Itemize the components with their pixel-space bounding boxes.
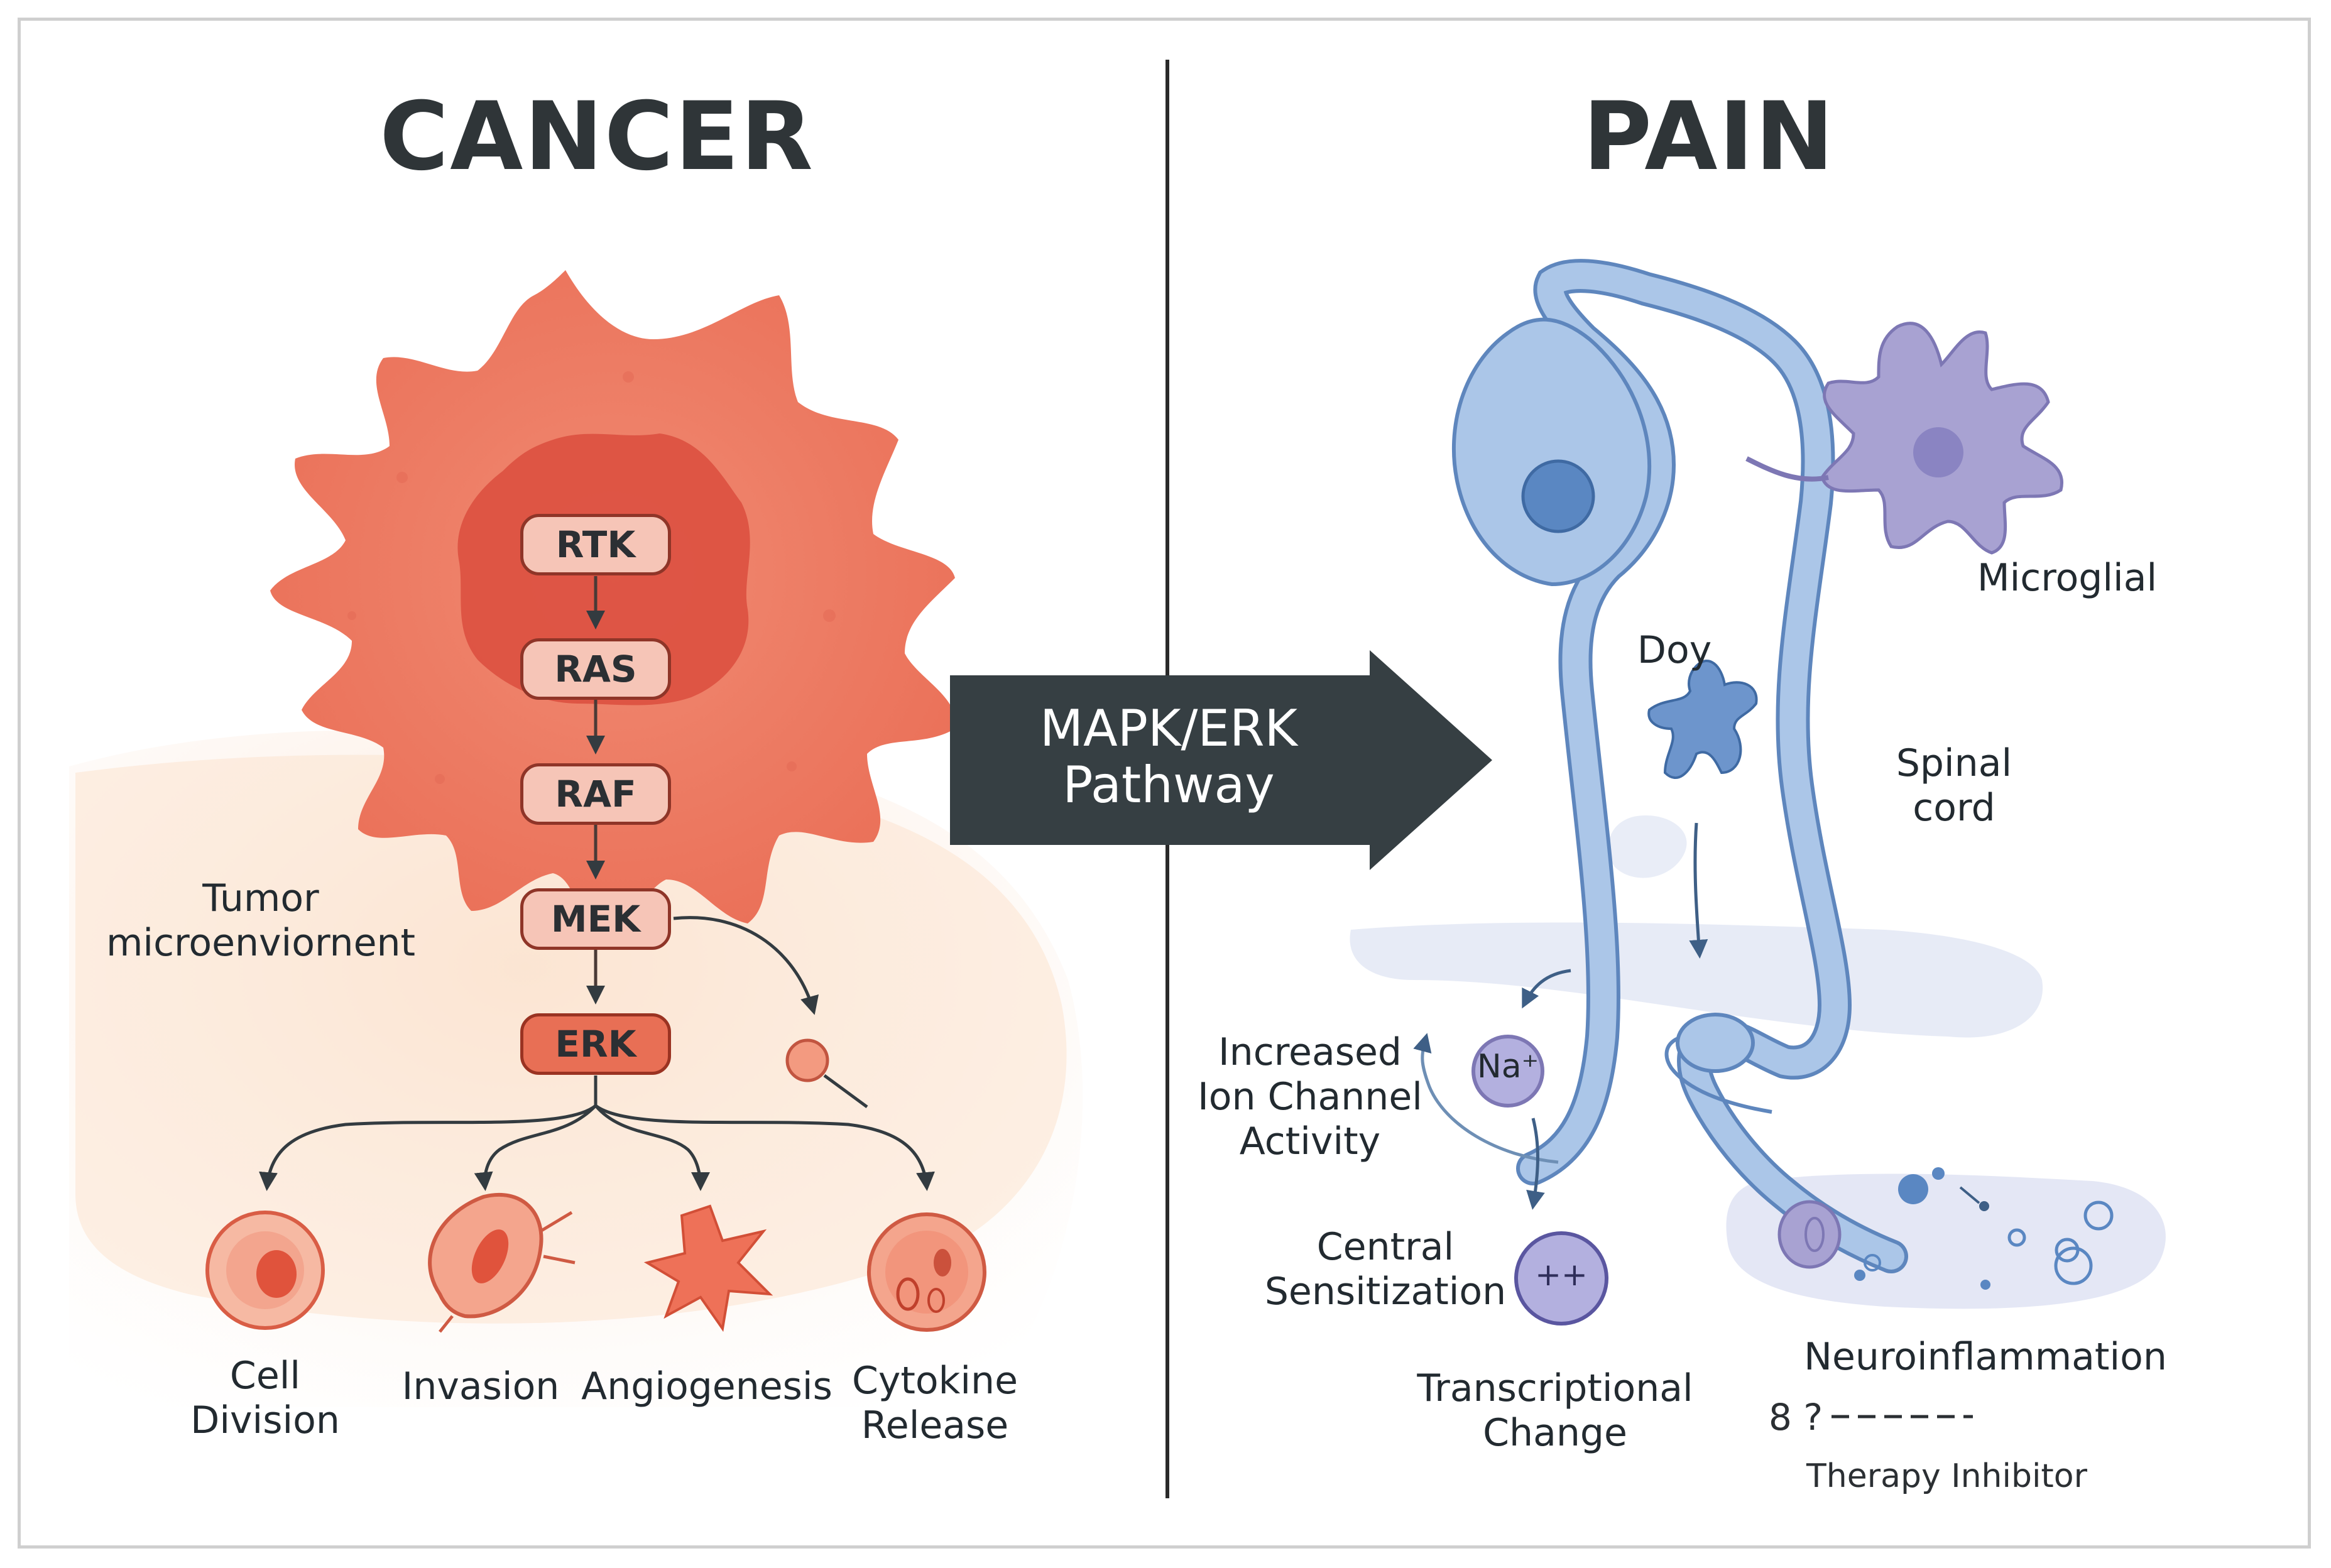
spinal-cord-line2: cord [1913, 785, 1995, 830]
spinal-cord-line1: Spinal [1896, 741, 2012, 785]
plus-badge-label: ++ [1535, 1256, 1588, 1293]
cell-division-label: Cell Division [190, 1354, 340, 1443]
cell-division-icon [205, 1211, 325, 1330]
diagram-frame [18, 18, 2311, 1549]
cytokine-line2: Release [861, 1403, 1009, 1447]
erk-node: ERK [520, 1013, 671, 1075]
ion-channel-line3: Activity [1239, 1119, 1381, 1163]
neuroinflammation-label: Neuroinflammation [1804, 1335, 2167, 1379]
inhibitor-probe [785, 1038, 868, 1109]
cytokine-release-label: Cytokine Release [852, 1359, 1018, 1448]
microglia-cell [1745, 322, 2064, 555]
ras-node: RAS [520, 638, 671, 700]
sodium-ion-circle [1471, 1035, 1544, 1108]
sodium-ion-label: Na⁺ [1477, 1048, 1539, 1086]
dorsal-horn-cell [1647, 659, 1758, 780]
microglial-label: Microglial [1977, 556, 2158, 600]
ion-activity-loop [1413, 1033, 1559, 1164]
ion-channel-line1: Increased [1218, 1030, 1402, 1074]
spinal-region-wash [1350, 922, 2043, 1038]
outcome-branch-arrows [259, 1075, 935, 1191]
mapk-erk-arrow [950, 650, 1492, 870]
therapy-inhibitor-label: Therapy Inhibitor [1806, 1457, 2088, 1495]
neuroinflammation-particles [1777, 1167, 2114, 1290]
pain-heading: PAIN [1583, 82, 1835, 192]
cell-division-line2: Division [190, 1398, 340, 1442]
dorsal-horn-arrow [1689, 822, 1708, 959]
mek-node: MEK [520, 888, 671, 950]
dorsal-horn-wash [1608, 815, 1687, 878]
angiogenesis-icon [643, 1204, 773, 1332]
cell-division-line1: Cell [229, 1354, 301, 1398]
cancer-cell-texture [347, 371, 836, 784]
ion-channel-line2: Ion Channel [1198, 1074, 1422, 1119]
transcriptional-line2: Change [1483, 1410, 1627, 1455]
rtk-node: RTK [520, 514, 671, 575]
ion-channel-label: Increased Ion Channel Activity [1198, 1030, 1422, 1163]
invasion-icon [428, 1192, 576, 1333]
sensitization-arrow [1526, 1118, 1545, 1210]
ion-channel-hook-arrow [1522, 969, 1571, 1009]
cancer-heading: CANCER [379, 82, 814, 192]
tumor-label-line2: microenviornent [106, 920, 416, 965]
neuroinflammation-wash [1726, 1173, 2166, 1309]
central-sensitization-line2: Sensitization [1264, 1269, 1507, 1314]
transcriptional-change-label: Transcriptional Change [1417, 1366, 1693, 1456]
angiogenesis-label: Angiogenesis [581, 1364, 832, 1408]
therapy-marker: 8 ? [1769, 1396, 1823, 1439]
tumor-label-line1: Tumor [202, 876, 319, 920]
tumor-microenvironment-label: Tumor microenviornent [106, 876, 415, 966]
invasion-label: Invasion [401, 1364, 560, 1408]
sensory-neuron [1452, 259, 1908, 1273]
raf-node: RAF [520, 763, 671, 825]
central-sensitization-label: Central Sensitization [1265, 1225, 1506, 1314]
central-sensitization-line1: Central [1316, 1225, 1455, 1269]
cytokine-release-icon [867, 1212, 986, 1332]
pathway-label-line1: MAPK/ERK [1040, 699, 1297, 758]
plus-badge-circle [1514, 1231, 1608, 1326]
pathway-label-line2: Pathway [1062, 755, 1275, 814]
doy-label: Doy [1637, 628, 1712, 672]
cytokine-line1: Cytokine [852, 1359, 1018, 1403]
pathway-label: MAPK/ERK Pathway [1040, 700, 1297, 813]
mek-side-arrow [673, 916, 819, 1015]
transcriptional-line1: Transcriptional [1417, 1366, 1693, 1410]
spinal-cord-label: Spinal cord [1896, 741, 2012, 830]
